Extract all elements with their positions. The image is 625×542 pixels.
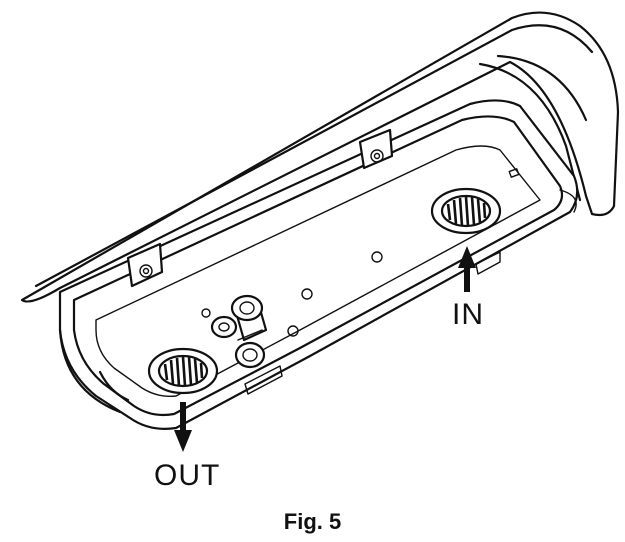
mounting-tab-right <box>358 128 394 170</box>
label-in: IN <box>452 298 484 331</box>
vent-grille-in <box>430 187 502 235</box>
mounting-tab-left <box>126 242 164 288</box>
housing-body <box>58 99 579 430</box>
cable-glands <box>210 294 268 369</box>
label-out: OUT <box>154 459 221 492</box>
arrow-out <box>174 402 192 452</box>
vent-grille-out <box>147 347 219 395</box>
sunshield <box>20 11 620 303</box>
figure-caption: Fig. 5 <box>283 509 342 534</box>
floor-holes <box>201 168 520 337</box>
arrow-in <box>458 246 476 292</box>
